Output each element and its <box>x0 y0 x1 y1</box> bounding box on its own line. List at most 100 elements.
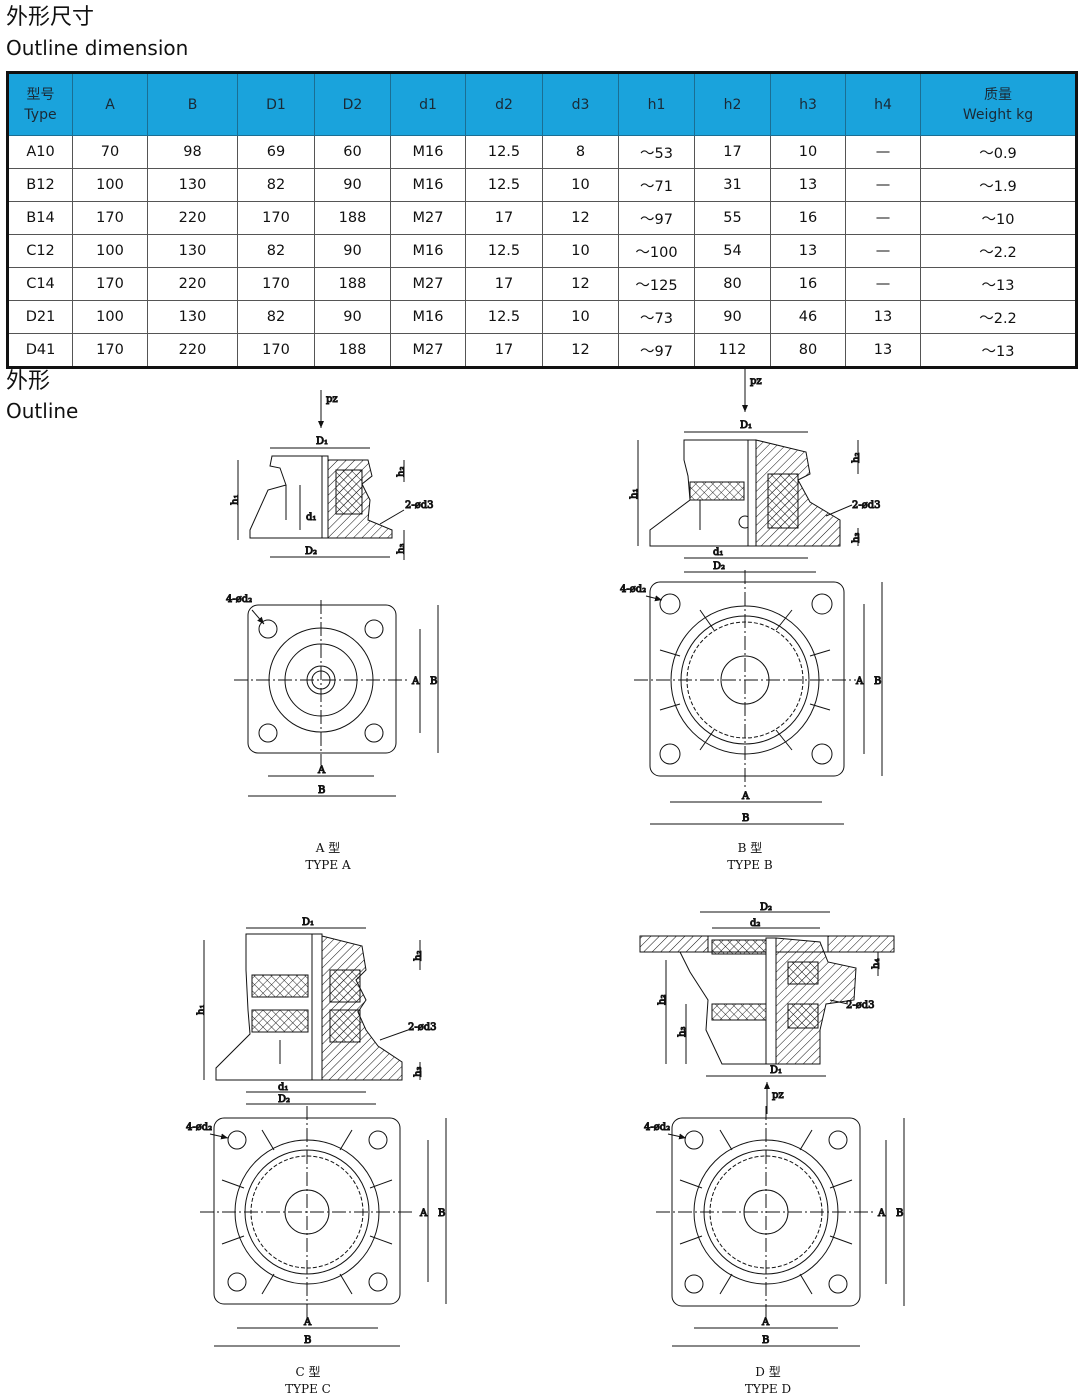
table-cell: 12.5 <box>465 135 543 169</box>
type-c-caption-cn: C 型 <box>295 1365 321 1379</box>
type-d-b-side-label: B <box>896 1208 903 1219</box>
type-b-hole-d3-label: 2-ød3 <box>852 500 881 511</box>
table-cell: C12 <box>7 234 73 268</box>
type-b-a-side-label: A <box>855 676 864 687</box>
type-a-caption-en: TYPE A <box>305 858 351 872</box>
column-header-en: D2 <box>342 96 363 113</box>
table-cell: M16 <box>390 300 466 334</box>
column-header-en: h2 <box>723 96 742 113</box>
type-b-a-label: A <box>741 791 750 802</box>
table-cell: 100 <box>72 234 148 268</box>
type-c-d2-label: D₂ <box>278 1094 290 1105</box>
type-c-a-side-label: A <box>419 1208 428 1219</box>
type-c-d1-small-label: d₁ <box>278 1082 288 1093</box>
section-title-cn: 外形尺寸 <box>6 5 95 30</box>
column-header-en: d1 <box>419 96 437 113</box>
type-d-drawing: D₂ d₂ h₂ h₃ h₄ 2-ød3 D₁ pz <box>639 902 905 1347</box>
type-b-h1-label: h₁ <box>629 489 640 499</box>
table-cell: 80 <box>770 333 846 368</box>
table-cell: M16 <box>390 168 466 202</box>
type-a-hole-d2-label: 4-ød₂ <box>226 594 252 605</box>
table-cell: 12 <box>542 333 619 368</box>
type-b-d1-label: D₁ <box>740 420 752 431</box>
type-a-d1-small-label: d₁ <box>306 512 316 523</box>
type-a-d1-label: D₁ <box>316 436 328 447</box>
table-cell: A10 <box>7 135 73 169</box>
type-d-d2-small-label: d₂ <box>750 918 760 929</box>
type-c-hole-d3-label: 2-ød3 <box>408 1022 437 1033</box>
table-cell: 170 <box>72 201 148 235</box>
column-header-en: d2 <box>495 96 513 113</box>
type-a-b-side-label: B <box>430 676 437 687</box>
table-cell: 12.5 <box>465 168 543 202</box>
type-d-a-label: A <box>761 1317 770 1328</box>
type-c-drawing: D₁ h₁ h₂ h₃ 2-ød3 d₁ D₂ <box>186 917 447 1347</box>
type-b-drawing: pz D₁ h₁ h₂ h₃ 2-ød3 d₁ D₂ <box>620 368 883 825</box>
table-cell: 170 <box>237 333 315 368</box>
table-cell: 17 <box>694 135 771 169</box>
table-cell: D41 <box>7 333 73 368</box>
table-cell: 112 <box>694 333 771 368</box>
column-header-en: d3 <box>571 96 590 113</box>
section-title-en: Outline dimension <box>6 36 189 60</box>
type-c-b-label: B <box>304 1335 311 1346</box>
table-cell: 31 <box>694 168 771 202</box>
table-cell: 12 <box>542 267 619 301</box>
type-b-caption: B 型 TYPE B <box>690 840 810 874</box>
type-c-hole-d2-label: 4-ød₂ <box>186 1122 212 1133</box>
type-d-caption: D 型 TYPE D <box>708 1364 828 1398</box>
column-header-10: h3 <box>770 72 846 136</box>
column-header-11: h4 <box>845 72 921 136</box>
type-b-b-side-label: B <box>874 676 881 687</box>
table-cell: — <box>845 267 921 301</box>
table-cell: 17 <box>465 201 543 235</box>
table-cell: 16 <box>770 201 846 235</box>
type-b-ribs <box>659 609 831 751</box>
type-a-a-side-label: A <box>411 676 420 687</box>
type-a-a-label: A <box>317 765 326 776</box>
type-a-d2-label: D₂ <box>305 546 317 557</box>
type-a-b-label: B <box>318 785 325 796</box>
table-cell: 16 <box>770 267 846 301</box>
type-c-caption: C 型 TYPE C <box>248 1364 368 1398</box>
type-a-caption: A 型 TYPE A <box>268 840 388 874</box>
table-cell: 10 <box>542 168 619 202</box>
type-a-caption-cn: A 型 <box>315 841 341 855</box>
type-d-ribs <box>679 1129 853 1295</box>
type-d-h2-label: h₂ <box>657 995 668 1005</box>
table-cell: ～2.2 <box>920 300 1077 334</box>
table-cell: 70 <box>72 135 148 169</box>
table-cell: ～71 <box>618 168 695 202</box>
type-b-d1-small-label: d₁ <box>713 547 723 558</box>
type-a-h1-label: h₁ <box>230 495 241 505</box>
table-cell: M27 <box>390 201 466 235</box>
column-header-en: h3 <box>799 96 817 113</box>
column-header-en: Type <box>24 106 57 123</box>
type-d-b-label: B <box>762 1335 769 1346</box>
table-cell: D21 <box>7 300 73 334</box>
column-header-en: B <box>187 96 198 113</box>
type-d-h3-label: h₃ <box>677 1027 688 1037</box>
table-cell: 80 <box>694 267 771 301</box>
type-a-drawing: pz D₁ h₁ h₂ h₃ 2-ød3 d₁ D₂ <box>226 390 439 797</box>
column-header-en: A <box>105 96 115 113</box>
type-d-d1-label: D₁ <box>770 1065 782 1076</box>
table-cell: 188 <box>314 333 391 368</box>
type-c-h1-label: h₁ <box>196 1005 207 1015</box>
column-header-7: d3 <box>542 72 619 136</box>
table-cell: 170 <box>72 267 148 301</box>
table-cell: ～97 <box>618 333 695 368</box>
table-cell: 54 <box>694 234 771 268</box>
table-cell: 13 <box>845 300 921 334</box>
table-cell: 188 <box>314 267 391 301</box>
table-cell: 12.5 <box>465 300 543 334</box>
outline-title-en: Outline <box>6 399 79 423</box>
column-header-en: h1 <box>647 96 666 113</box>
column-header-2: B <box>147 72 238 136</box>
table-cell: 12 <box>542 201 619 235</box>
